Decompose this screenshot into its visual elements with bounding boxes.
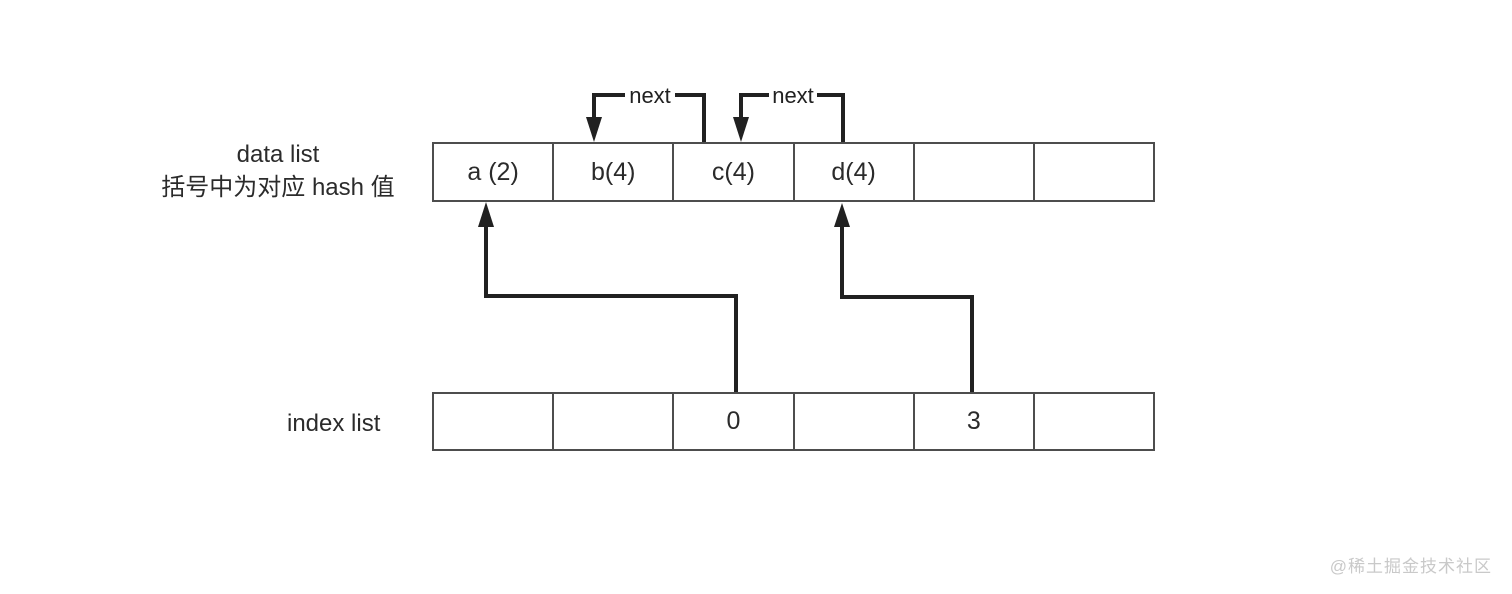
watermark: @稀土掘金技术社区 [1329,557,1492,576]
next-label-1: next [629,83,671,108]
data-cell-5 [1035,144,1153,200]
data-cell-1: b(4) [554,144,675,200]
data-cell-0: a (2) [434,144,555,200]
data-list-label: data list 括号中为对应 hash 值 [128,138,428,204]
next-label-2: next [772,83,814,108]
index-cell-3 [795,394,915,449]
data-list-label-line2: 括号中为对应 hash 值 [161,174,395,201]
next-arrow-c-to-b: next [586,83,706,142]
index-arrow-0-to-a [478,202,738,392]
index-cell-4: 3 [915,394,1035,449]
index-cell-2: 0 [674,394,795,449]
data-list-table: a (2) b(4) c(4) d(4) [432,142,1155,202]
data-cell-3: d(4) [795,144,915,200]
arrowhead-up-a [478,202,494,227]
data-cell-4 [915,144,1035,200]
data-list-label-line1: data list [236,141,320,168]
index-list-label: index list [287,410,381,437]
data-cell-2: c(4) [674,144,795,200]
index-cell-5 [1035,394,1153,449]
arrowhead-down-c [733,117,749,142]
arrowhead-up-d [834,203,850,227]
index-arrow-3-to-d [834,203,974,392]
next-arrow-d-to-c: next [733,83,845,142]
index-cell-0 [434,394,555,449]
index-list-table: 0 3 [432,392,1155,451]
index-cell-1 [554,394,675,449]
arrowhead-down-b [586,117,602,142]
